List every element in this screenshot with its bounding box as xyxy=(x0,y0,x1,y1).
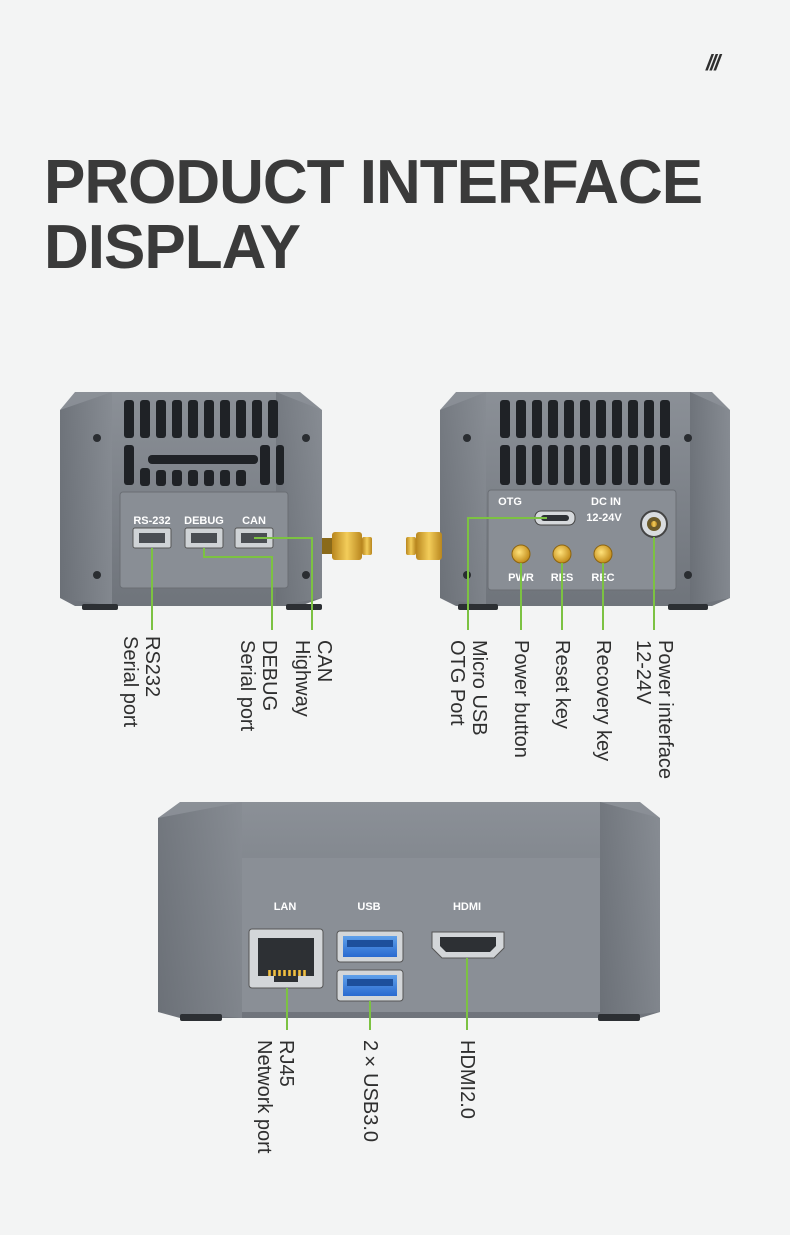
power-button-callout: Power button xyxy=(510,640,532,758)
lan-port-label: LAN xyxy=(274,901,297,913)
page-title: PRODUCT INTERFACE DISPLAY xyxy=(44,148,703,282)
can-callout-line xyxy=(254,537,313,630)
callout-lines xyxy=(151,517,655,1030)
usb-port-label: USB xyxy=(357,901,380,913)
dc-in-voltage-label: 12-24V xyxy=(586,512,622,524)
rj45-callout: RJ45 Network port xyxy=(253,1040,297,1154)
hdmi-callout: HDMI2.0 xyxy=(456,1040,478,1119)
debug-callout: DEBUG Serial port xyxy=(236,640,280,732)
power-interface-callout: Power interface 12-24V xyxy=(632,640,676,779)
rs232-port-label: RS-232 xyxy=(133,515,170,527)
otg-port-label: OTG xyxy=(498,496,522,508)
debug-callout-line xyxy=(203,548,273,630)
dc-in-label: DC IN xyxy=(591,496,621,508)
can-port-label: CAN xyxy=(242,515,266,527)
can-callout: CAN Highway xyxy=(291,640,335,717)
rs232-callout: RS232 Serial port xyxy=(119,636,163,728)
right-device xyxy=(406,392,730,610)
otg-callout: Micro USB OTG Port xyxy=(446,640,490,736)
usb-callout: 2×USB3.0 xyxy=(359,1040,381,1143)
bottom-device xyxy=(158,802,660,1021)
hdmi-port-label: HDMI xyxy=(453,901,481,913)
reset-key-callout: Reset key xyxy=(551,640,573,729)
debug-port-label: DEBUG xyxy=(184,515,224,527)
recovery-key-callout: Recovery key xyxy=(592,640,614,762)
otg-callout-line xyxy=(467,517,547,630)
left-device xyxy=(60,392,372,610)
slash-decoration: /// xyxy=(706,50,720,75)
